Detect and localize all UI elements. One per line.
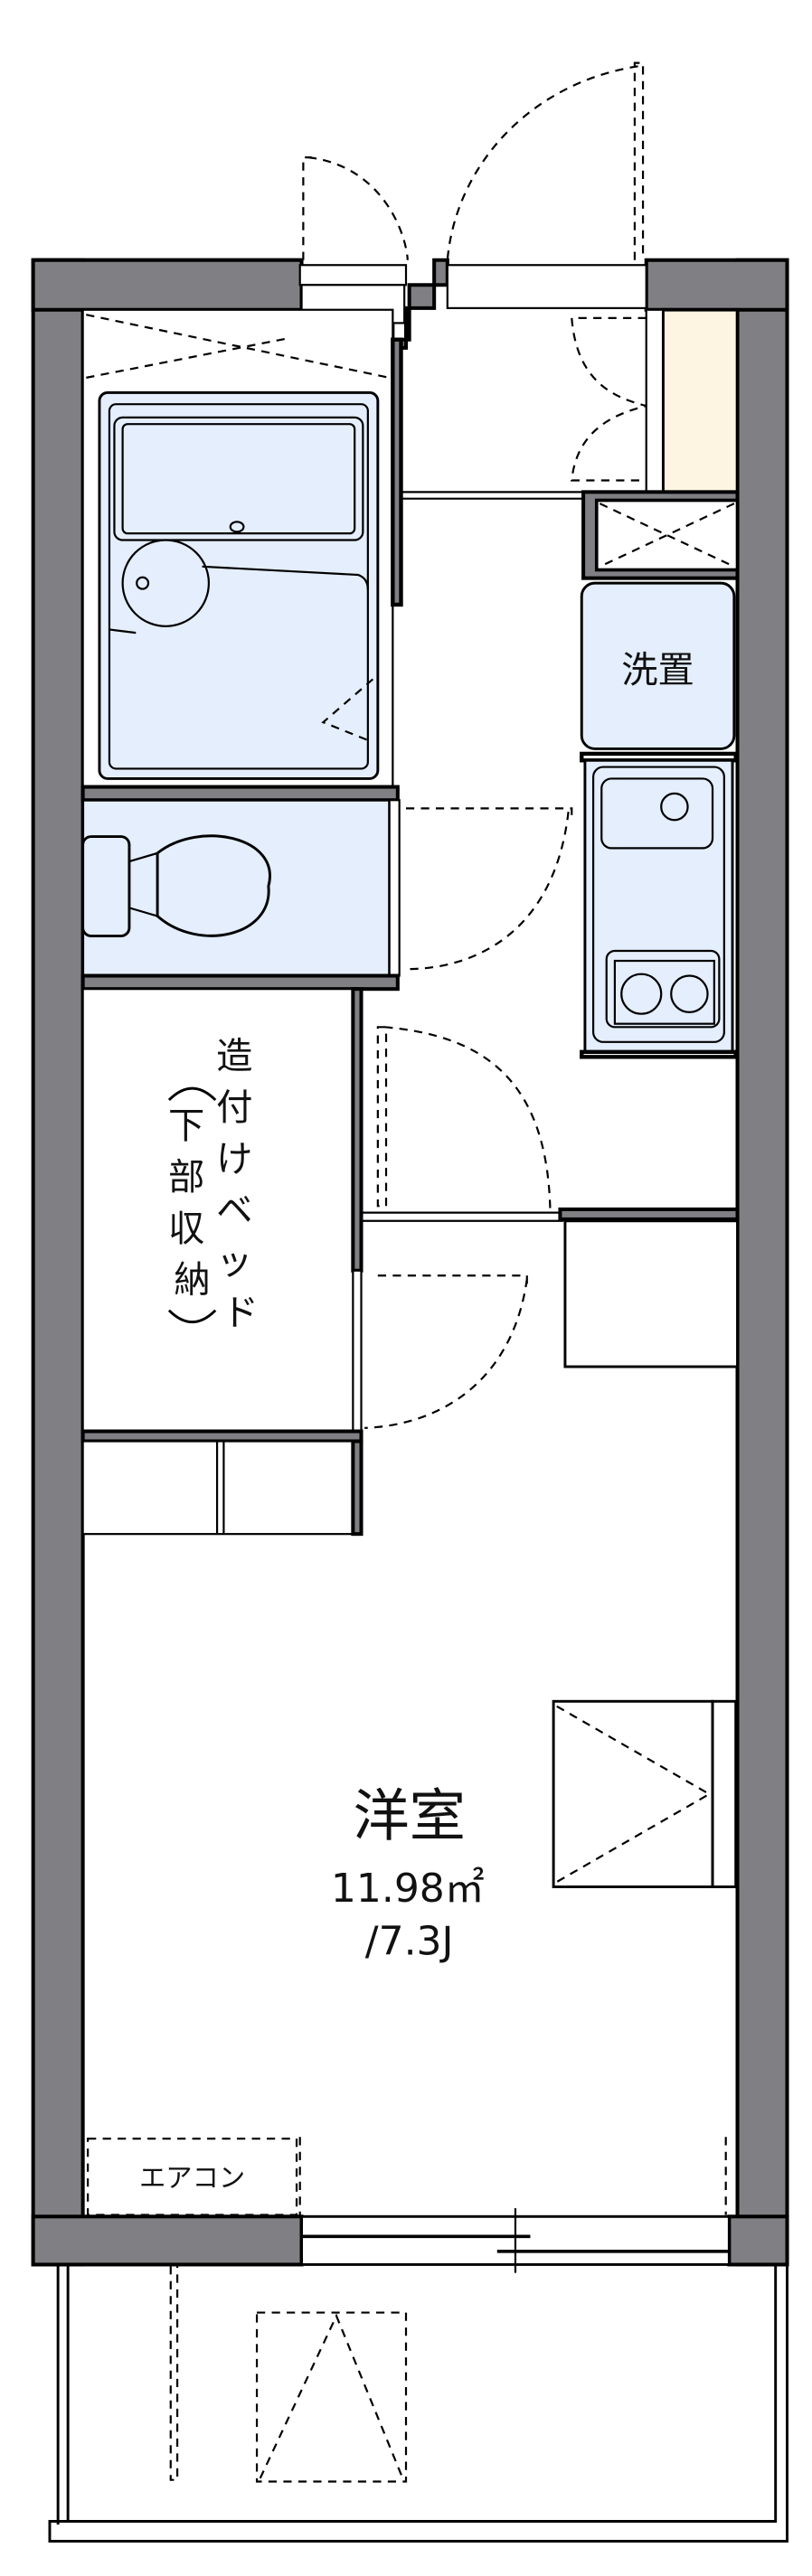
room-tatami: /7.3J — [365, 1919, 454, 1965]
hall-door-swing — [376, 1026, 552, 1209]
toilet-room — [80, 785, 401, 992]
washer-space: 洗置 — [580, 581, 736, 750]
built-in-bed: 造 付 け ベ ッ ド 下 部 収 納 — [81, 987, 364, 1433]
pipe-space — [581, 490, 740, 580]
bed-sub-label-char: 下 — [168, 1105, 204, 1147]
wall-closet — [552, 1699, 738, 1889]
air-conditioner: エアコン — [87, 2137, 727, 2216]
room-area: 11.98㎡ — [331, 1866, 485, 1912]
svg-text:造 付 け ベ: 造 付 け ベ ッ ド — [216, 1035, 264, 1334]
bathroom — [81, 308, 403, 792]
fridge-space — [563, 1219, 739, 1368]
western-room: 洋室 11.98㎡ /7.3J — [331, 1783, 485, 1965]
balcony — [48, 2264, 788, 2543]
room-door-swing — [364, 1274, 528, 1429]
kitchen-counter — [580, 751, 738, 1059]
balcony-window[interactable] — [300, 2208, 731, 2273]
washer-space-label: 洗置 — [621, 649, 694, 691]
shoe-cabinet — [661, 307, 740, 494]
closet-door-swing — [571, 316, 647, 482]
entrance — [298, 61, 647, 324]
toilet-door-swing — [405, 807, 573, 971]
storage-shelf — [80, 1429, 364, 1537]
air-conditioner-label: エアコン — [139, 2162, 245, 2193]
bed-label-char: 造 — [216, 1035, 252, 1077]
svg-text:下 部 収 納: 下 部 収 納 — [168, 1105, 216, 1301]
room-name: 洋室 — [353, 1783, 466, 1849]
